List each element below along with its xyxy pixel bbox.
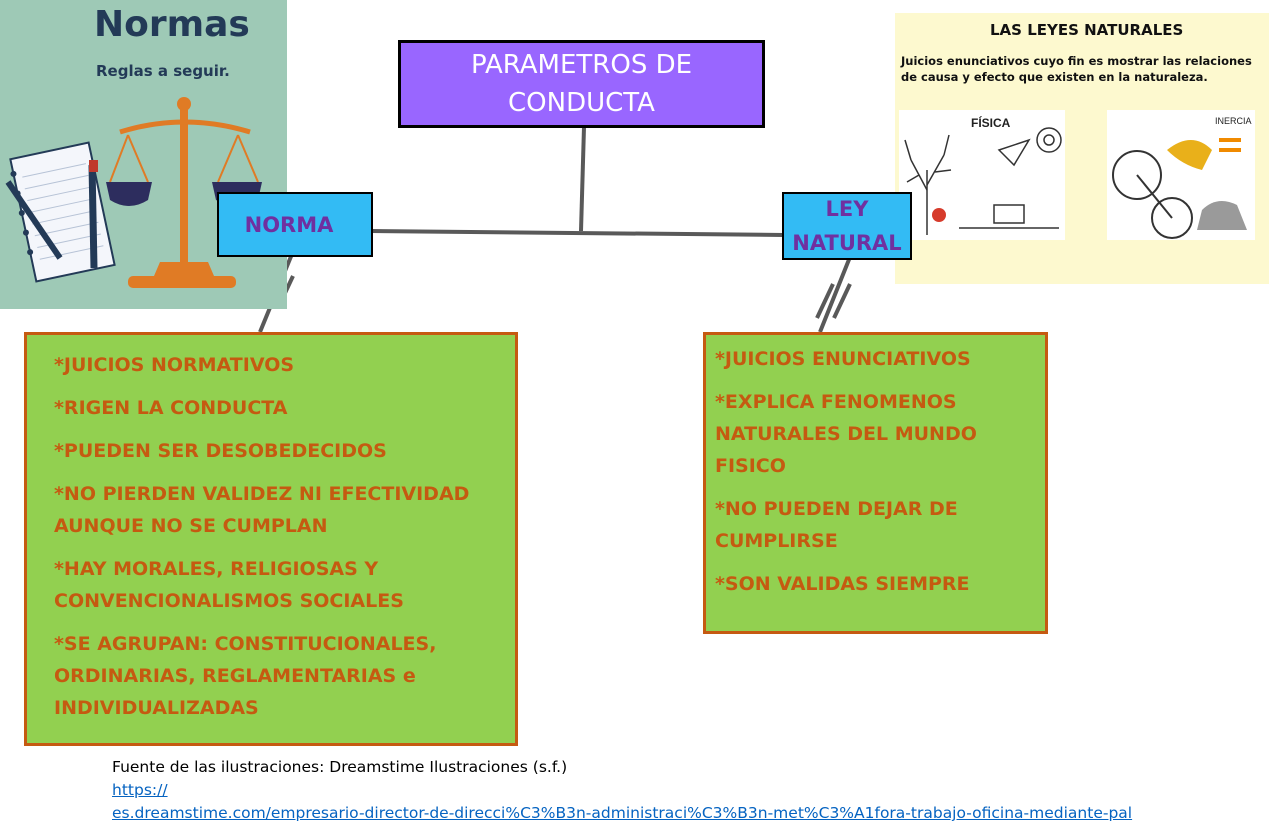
list-item: *NO PUEDEN DEJAR DE CUMPLIRSE [715, 498, 958, 552]
source-link-line-1: https:// [112, 781, 168, 799]
illustration-subtitle: Reglas a seguir. [96, 62, 230, 80]
source-link-line-2: es.dreamstime.com/empresario-director-de… [112, 804, 1133, 822]
leyes-naturales-illustration: LAS LEYES NATURALES Juicios enunciativos… [895, 13, 1269, 284]
diagram-title: PARAMETROS DE CONDUCTA [470, 50, 693, 118]
list-item: *NO PIERDEN VALIDEZ NI EFECTIVIDAD AUNQU… [54, 483, 470, 537]
norma-characteristics-box: *JUICIOS NORMATIVOS *RIGEN LA CONDUCTA *… [24, 332, 518, 746]
inertia-label: INERCIA [1215, 116, 1252, 126]
norma-label: NORMA [244, 212, 334, 237]
illustration-title: Normas [94, 4, 250, 45]
ley-natural-category-box: LEY NATURAL [782, 192, 912, 260]
list-item: *JUICIOS NORMATIVOS [54, 354, 295, 376]
normas-illustration: Normas Reglas a seguir. [0, 0, 287, 309]
ley-natural-characteristics-box: *JUICIOS ENUNCIATIVOS *EXPLICA FENOMENOS… [703, 332, 1048, 634]
list-item: *EXPLICA FENOMENOS NATURALES DEL MUNDO F… [715, 391, 977, 477]
cyclist-icon [1112, 138, 1247, 239]
illustration-text: Juicios enunciativos cuyo fin es mostrar… [901, 54, 1252, 84]
list-item: *SON VALIDAS SIEMPRE [715, 573, 970, 595]
diagram-title-box: PARAMETROS DE CONDUCTA [398, 40, 765, 128]
list-item: *RIGEN LA CONDUCTA [54, 397, 288, 419]
physics-panel: FÍSICA [899, 110, 1065, 240]
scale-icon [5, 97, 262, 288]
source-footer: Fuente de las ilustraciones: Dreamstime … [112, 756, 1212, 825]
source-link[interactable]: https:// es.dreamstime.com/empresario-di… [112, 779, 1212, 825]
ley-natural-label: LEY NATURAL [792, 197, 902, 255]
list-item: *HAY MORALES, RELIGIOSAS Y CONVENCIONALI… [54, 558, 404, 612]
list-item: *JUICIOS ENUNCIATIVOS [715, 348, 971, 370]
source-text: Fuente de las ilustraciones: Dreamstime … [112, 758, 568, 776]
list-item: *PUEDEN SER DESOBEDECIDOS [54, 440, 387, 462]
tree-icon [904, 127, 1062, 235]
list-item: *SE AGRUPAN: CONSTITUCIONALES, ORDINARIA… [54, 633, 437, 719]
physics-label: FÍSICA [971, 116, 1011, 130]
illustration-title: LAS LEYES NATURALES [990, 21, 1184, 39]
norma-category-box: NORMA [217, 192, 373, 257]
inertia-panel: INERCIA [1107, 110, 1255, 240]
